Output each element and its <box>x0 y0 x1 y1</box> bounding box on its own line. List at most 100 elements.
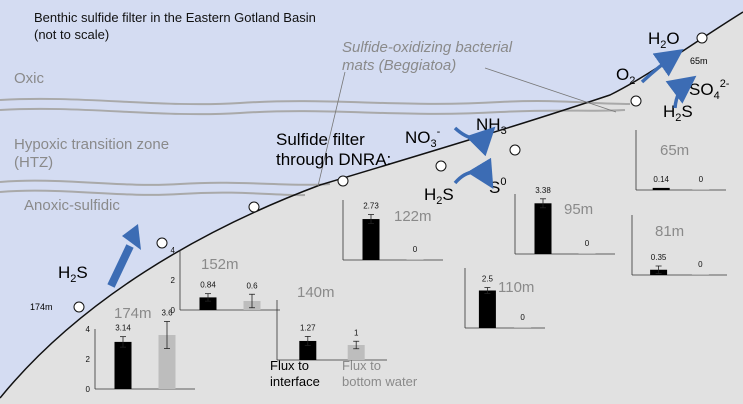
mat-icon <box>156 237 168 249</box>
legend-interface-label: Flux to <box>270 358 309 373</box>
bar <box>692 189 710 190</box>
legend-interface-label-line2: interface <box>270 374 320 389</box>
data-label: 2.73 <box>363 202 379 211</box>
oxic-boundary-line-1 <box>0 97 631 106</box>
tick-label: 4 <box>86 325 91 334</box>
data-label: 1 <box>354 328 359 337</box>
sulfide-flux-arrow-shaft <box>107 244 134 288</box>
zone-label-htz: Hypoxic transition zone <box>14 136 169 153</box>
chart-title: 140m <box>297 284 335 301</box>
bar <box>691 274 709 275</box>
chart-title: 81m <box>655 223 684 240</box>
data-label: 0.84 <box>200 281 216 290</box>
bar <box>158 335 176 389</box>
tick-label: 2 <box>171 276 176 285</box>
oxidation-arrow-bottom-icon <box>665 75 697 109</box>
bar-chart-174m: 0 2 4 174m 3.14 3.6 <box>86 305 195 394</box>
data-label: 1.27 <box>300 323 316 332</box>
bar <box>514 327 532 328</box>
legend-bottom-water-label: Flux to <box>342 358 381 373</box>
bar-chart-65m: 65m 0.14 0 <box>635 130 726 191</box>
mats-pointer-line <box>484 67 617 113</box>
mat-icon <box>696 32 708 44</box>
sulfide-flux-arrow-icon <box>122 224 141 250</box>
bar <box>578 253 596 254</box>
bar <box>534 203 552 254</box>
bar-chart-122m: 122m 2.73 0 <box>342 200 443 261</box>
chart-title: 122m <box>394 208 432 225</box>
bar-chart-95m: 95m 3.38 0 <box>514 186 615 255</box>
dnra-arrow-top-icon <box>453 126 496 157</box>
bar <box>478 290 496 328</box>
anoxic-boundary-line-1 <box>0 179 331 186</box>
sediment <box>0 12 743 404</box>
chart-title: 95m <box>564 201 593 218</box>
data-label: 0 <box>413 245 418 254</box>
water-label: H2O <box>648 29 680 51</box>
data-label: 2.5 <box>482 275 494 284</box>
mats-pointer-line <box>317 71 346 187</box>
mat-icon <box>435 160 447 172</box>
oxidation-arrow-top-icon <box>640 48 684 84</box>
hydrogen-sulfide-top-label: H2S <box>663 102 693 124</box>
oxic-boundary-line-2 <box>0 107 626 116</box>
bar <box>114 341 132 389</box>
data-label: 3.14 <box>115 324 131 333</box>
hydrogen-sulfide-flux-label: H2S <box>58 263 88 285</box>
data-label: 0.14 <box>653 175 669 184</box>
hydrogen-sulfide-label: H2S <box>424 185 454 207</box>
bar <box>199 297 217 310</box>
mats-label-line2: mats (Beggiatoa) <box>342 57 456 74</box>
tick-label: 2 <box>86 355 91 364</box>
mat-icon <box>630 95 642 107</box>
bar <box>299 340 317 360</box>
diagram-title: Benthic sulfide filter in the Eastern Go… <box>34 10 316 25</box>
depth-label-174m: 174m <box>30 302 53 312</box>
bar <box>652 187 670 190</box>
bacterial-mat-markers <box>73 32 708 313</box>
diagram-subtitle: (not to scale) <box>34 27 109 42</box>
tick-label: 4 <box>171 246 176 255</box>
bar-chart-140m: 140m 1.27 1 <box>276 284 387 361</box>
mat-icon <box>509 144 521 156</box>
data-label: 0.6 <box>246 281 258 290</box>
zone-label-htz-abbr: (HTZ) <box>14 154 53 171</box>
tick-label: 0 <box>171 306 176 315</box>
oxygen-label: O2 <box>616 65 635 87</box>
data-label: 0 <box>585 239 590 248</box>
dnra-arrow-bottom-icon <box>453 157 494 189</box>
mat-icon <box>248 201 260 213</box>
sulfur-label: S0 <box>489 176 506 197</box>
data-label: 0 <box>698 260 703 269</box>
chart-title: 65m <box>660 142 689 159</box>
data-label: 0 <box>699 175 704 184</box>
mat-icon <box>73 301 85 313</box>
mats-label: Sulfide-oxidizing bacterial <box>342 39 513 56</box>
sulfide-filter-label: Sulfide filter <box>276 130 365 149</box>
chart-title: 174m <box>114 305 152 322</box>
anoxic-boundary-line-2 <box>0 189 306 197</box>
chart-title: 152m <box>201 256 239 273</box>
bar <box>406 259 424 260</box>
bar <box>362 219 380 260</box>
data-label: 0 <box>520 313 525 322</box>
bar-chart-152m: 0 2 4 152m 0.84 0.6 <box>171 246 280 315</box>
data-label: 3.38 <box>535 186 551 195</box>
zone-label-oxic: Oxic <box>14 70 45 87</box>
bar-chart-81m: 81m 0.35 0 <box>631 215 727 276</box>
sulfide-filter-label-line2: through DNRA: <box>276 150 391 169</box>
bar-chart-110m: 110m 2.5 0 <box>464 268 545 329</box>
zone-label-anoxic: Anoxic-sulfidic <box>24 197 120 214</box>
depth-label-65m: 65m <box>690 56 708 66</box>
bar <box>347 345 365 360</box>
nitrate-label: NO3- <box>405 126 441 150</box>
data-label: 3.6 <box>161 309 173 318</box>
legend-bottom-water-label-line2: bottom water <box>342 374 418 389</box>
chart-title: 110m <box>498 279 534 296</box>
tick-label: 0 <box>86 385 91 394</box>
data-label: 0.35 <box>651 253 667 262</box>
mat-icon <box>337 175 349 187</box>
